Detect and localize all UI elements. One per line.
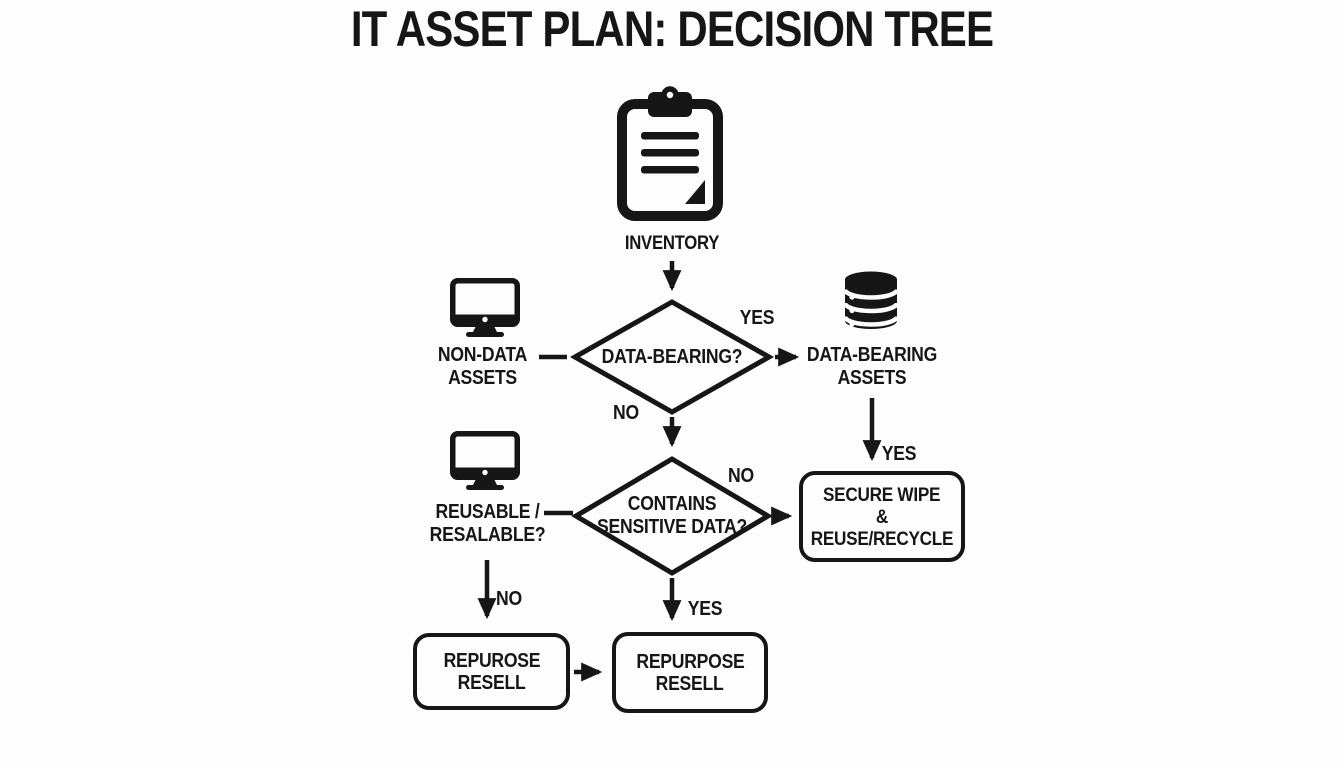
inventory-label: INVENTORY [624, 233, 720, 254]
database-icon [842, 270, 900, 332]
data-bearing-assets-label: DATA-BEARING ASSETS [806, 344, 938, 389]
monitor-icon [450, 278, 520, 338]
reusable-resalable-label: REUSABLE / RESALABLE? [429, 501, 546, 546]
repurpose-resell-box: REPURPOSE RESELL [612, 632, 768, 713]
page-title: IT ASSET PLAN: DECISION TREE [350, 1, 994, 57]
decision1-yes-label: YES [739, 307, 775, 329]
clipboard-icon [615, 86, 725, 224]
repurose-resell-box: REPUROSE RESELL [413, 633, 570, 710]
databearing-yes-label: YES [881, 443, 917, 465]
decision2-label: CONTAINS SENSITIVE DATA? [597, 493, 747, 538]
reusable-no-label: NO [496, 588, 522, 610]
decision1-label: DATA-BEARING? [601, 346, 743, 368]
decision1-no-label: NO [613, 402, 639, 424]
decision2-no-label: NO [728, 465, 754, 487]
decision2-yes-label: YES [687, 598, 723, 620]
non-data-assets-label: NON-DATA ASSETS [437, 344, 528, 389]
secure-wipe-box: SECURE WIPE & REUSE/RECYCLE [799, 471, 965, 562]
monitor-icon [450, 431, 520, 491]
